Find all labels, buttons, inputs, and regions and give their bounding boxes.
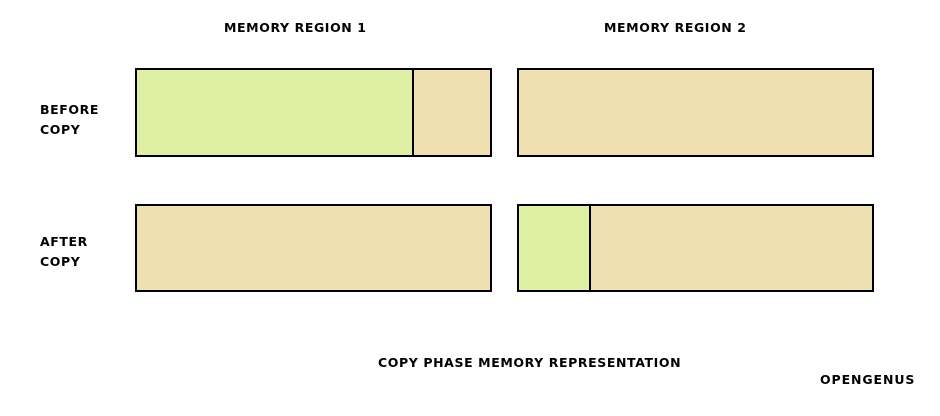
segment-free-space bbox=[413, 70, 490, 155]
row-header-before-copy-line1: BEFORE bbox=[40, 102, 99, 117]
memory-bar-before-region-1 bbox=[135, 68, 492, 157]
memory-bar-after-region-2 bbox=[517, 204, 874, 292]
segment-live-objects bbox=[519, 206, 591, 290]
watermark-opengenus: OPENGENUS bbox=[820, 372, 916, 387]
segment-live-objects bbox=[137, 70, 414, 155]
column-header-memory-region-2: MEMORY REGION 2 bbox=[604, 20, 747, 35]
memory-bar-before-region-2 bbox=[517, 68, 874, 157]
segment-free-space bbox=[591, 206, 872, 290]
row-header-before-copy: BEFORE COPY bbox=[40, 100, 99, 140]
segment-free-space bbox=[137, 206, 490, 290]
row-header-after-copy-line2: COPY bbox=[40, 254, 81, 269]
memory-bar-after-region-1 bbox=[135, 204, 492, 292]
segment-free-space bbox=[519, 70, 872, 155]
row-header-before-copy-line2: COPY bbox=[40, 122, 81, 137]
diagram-caption: COPY PHASE MEMORY REPRESENTATION bbox=[378, 355, 682, 370]
row-header-after-copy-line1: AFTER bbox=[40, 234, 88, 249]
column-header-memory-region-1: MEMORY REGION 1 bbox=[224, 20, 367, 35]
row-header-after-copy: AFTER COPY bbox=[40, 232, 88, 272]
